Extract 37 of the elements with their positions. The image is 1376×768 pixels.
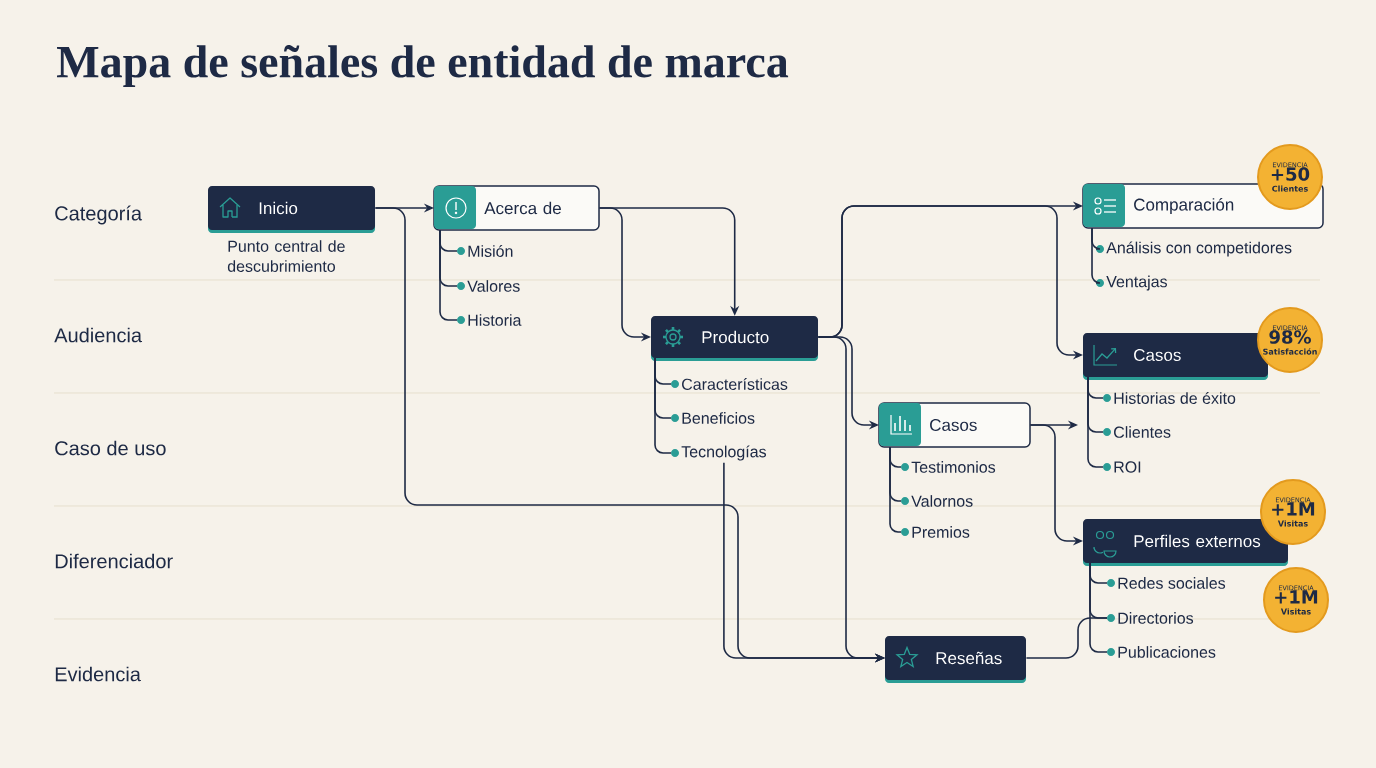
list-item: Premios — [901, 526, 970, 538]
process-box: Acerca de — [433, 185, 600, 231]
row-label: Caso de uso — [55, 440, 166, 456]
node-label: Misión — [468, 245, 513, 257]
row-label: Categoría — [55, 205, 143, 225]
branch-line — [1091, 227, 1101, 284]
process-box: Inicio — [208, 186, 375, 233]
list-item: ROI — [1103, 461, 1141, 473]
node-label: Clientes — [1114, 426, 1171, 438]
list-item: Valornos — [901, 495, 973, 507]
node-label: Valores — [467, 280, 520, 292]
node-label: Historia — [468, 314, 522, 326]
list-item: Misión — [457, 245, 513, 257]
node-caption: Punto central de descubrimiento — [227, 240, 345, 272]
list-item: Clientes — [1103, 426, 1171, 438]
list-item: Ventajas — [1096, 275, 1167, 291]
list-item: Tecnologías — [671, 445, 766, 461]
row-label: Audiencia — [54, 327, 143, 343]
process-box: Producto — [651, 316, 818, 361]
process-box: Reseñas — [885, 636, 1026, 683]
list-item: Publicaciones — [1107, 646, 1216, 658]
list-item: Análisis con competidores — [1096, 241, 1292, 257]
row-label: Evidencia — [55, 666, 141, 682]
list-item: Beneficios — [671, 412, 755, 424]
title: Mapa de señales de entidad de marca — [57, 45, 789, 87]
node-label: ROI — [1114, 461, 1141, 473]
row-label: Diferenciador — [55, 553, 173, 569]
list-item: Historia — [457, 314, 522, 326]
list-item: Testimonios — [901, 461, 996, 473]
process-box: Casos — [878, 402, 1031, 448]
list-item: Historias de éxito — [1103, 392, 1236, 404]
list-item: Valores — [457, 280, 520, 292]
branch-line — [889, 446, 902, 533]
list-item: Directorios — [1107, 612, 1194, 624]
list-item: Redes sociales — [1107, 577, 1226, 589]
node-label: Premios — [912, 526, 970, 538]
list-item: Características — [671, 378, 788, 390]
